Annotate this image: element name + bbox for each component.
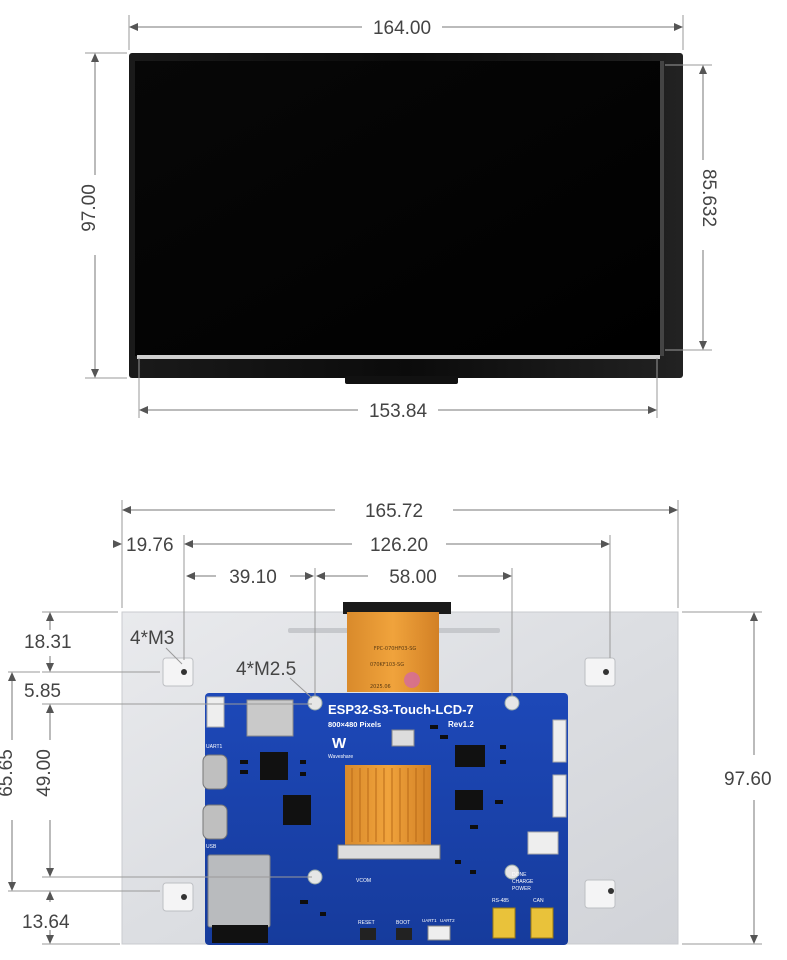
back-width-label: 165.72 (365, 501, 423, 522)
dim-front-active-height: 85.632 (665, 64, 719, 351)
dim-back-m25-span: 58.00 (314, 567, 513, 696)
fpc-text-1: FPC-070HF03-SG (374, 646, 417, 652)
label-power: POWER (512, 886, 531, 892)
m3-label: 4*M3 (130, 628, 174, 649)
back-m25-offset-label: 39.10 (229, 567, 277, 588)
fpc-traces (351, 768, 425, 842)
label-usb: USB (206, 844, 217, 850)
dim-back-m3-span: 126.20 (183, 535, 611, 660)
right-connector-2 (552, 774, 567, 818)
right-connector-1 (552, 719, 567, 763)
dim-front-width: 164.00 (128, 15, 684, 50)
ic-3 (455, 745, 485, 767)
back-m25-top-offset-label: 5.85 (24, 681, 61, 702)
front-active-width-label: 153.84 (369, 401, 428, 422)
dim-back-m25-offset: 39.10 (186, 567, 314, 588)
ic-4 (455, 790, 483, 810)
uart-switch[interactable] (427, 925, 451, 941)
back-m3-vertical-span-label: 65.65 (0, 749, 17, 797)
lcd-bottom-tab (345, 376, 458, 384)
label-boot: BOOT (396, 920, 410, 926)
dim-back-left-verticals (8, 611, 312, 945)
fpc-text-2: 070KF103-SG (370, 662, 404, 668)
ic-1 (260, 752, 288, 780)
back-left-offset-label: 19.76 (126, 535, 174, 556)
dim-front-active-width: 153.84 (138, 358, 658, 422)
boot-button[interactable] (396, 928, 412, 940)
label-vcom: VCOM (356, 878, 371, 884)
rs485-terminal (492, 907, 516, 939)
fpc-cable: FPC-070HF03-SG 070KF103-SG 2025.06 (343, 602, 451, 692)
m3-hole-bottom-right (584, 879, 616, 909)
lcd-side-edge (660, 61, 664, 356)
m25-hole-4 (504, 864, 520, 880)
battery-connector (527, 831, 559, 855)
front-height-label: 97.00 (79, 184, 100, 232)
label-charge: CHARGE (512, 879, 534, 885)
dim-back-height: 97.60 (682, 611, 772, 945)
label-rs485: RS-485 (492, 898, 509, 904)
label-uart1-switch: UART1 (422, 918, 437, 923)
lcd-glass (135, 61, 660, 356)
back-bottom-offset-label: 13.64 (22, 912, 70, 933)
smd-components (240, 725, 506, 916)
sd-card-slot (246, 699, 294, 737)
front-width-label: 164.00 (373, 18, 431, 39)
back-m25-vertical-span-label: 49.00 (34, 749, 55, 797)
uart-connector (206, 696, 225, 728)
usb-c-port-2 (202, 804, 228, 840)
m25-hole-2 (504, 695, 520, 711)
esp32-antenna-base (212, 925, 268, 943)
reset-button[interactable] (360, 928, 376, 940)
fpc-connector (337, 844, 441, 860)
board-resolution: 800×480 Pixels (328, 720, 381, 729)
label-uart2-switch: UART2 (440, 918, 455, 923)
m3-leader (165, 647, 183, 665)
back-top-offset-label: 18.31 (24, 632, 72, 653)
m25-label: 4*M2.5 (236, 659, 296, 680)
label-uart1: UART1 (206, 744, 223, 750)
fpc-text-3: 2025.06 (370, 684, 391, 690)
dim-back-left-offset: 19.76 (113, 535, 174, 556)
usb-c-port-1 (202, 754, 228, 790)
lcd-glass-edge (137, 355, 660, 359)
dim-back-width: 165.72 (121, 500, 679, 608)
board-revision: Rev1.2 (448, 720, 474, 729)
label-can: CAN (533, 898, 544, 904)
back-m25-span-label: 58.00 (389, 567, 437, 588)
front-active-height-label: 85.632 (698, 169, 719, 227)
back-m3-span-label: 126.20 (370, 535, 428, 556)
brand-name: Waveshare (328, 754, 353, 760)
m3-hole-top-right (584, 657, 616, 687)
m3-hole-top-left (162, 657, 194, 687)
m3-hole-bottom-left (162, 882, 194, 912)
esp32-module (207, 854, 271, 928)
back-height-label: 97.60 (724, 769, 772, 790)
ic-2 (283, 795, 311, 825)
front-lcd (129, 53, 683, 384)
dim-front-height: 97.00 (79, 52, 127, 379)
can-terminal (530, 907, 554, 939)
board-title: ESP32-S3-Touch-LCD-7 (328, 702, 474, 717)
m25-leader (289, 677, 313, 699)
m25-hole-1 (307, 695, 323, 711)
label-reset: RESET (358, 920, 375, 926)
label-done: DONE (512, 872, 527, 878)
qc-sticker (404, 672, 420, 688)
board-fpc (345, 765, 431, 845)
brand-logo: W (332, 735, 347, 752)
switch-component (391, 729, 415, 747)
pcb-board: ESP32-S3-Touch-LCD-7 800×480 Pixels Rev1… (202, 693, 568, 945)
